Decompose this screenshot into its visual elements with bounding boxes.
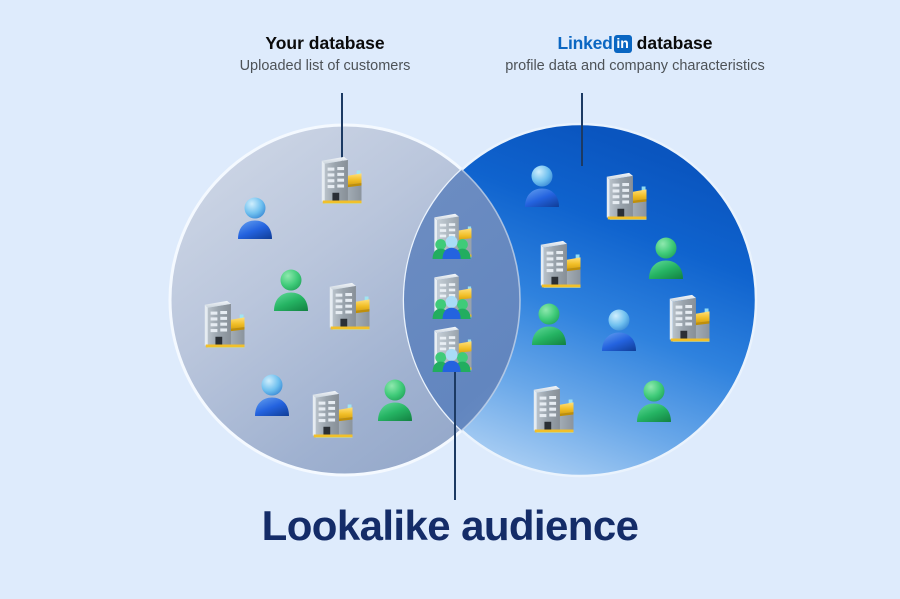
caption-lookalike-audience: Lookalike audience — [261, 502, 639, 549]
left-person-blue-icon-5 — [251, 373, 293, 417]
right-subtitle: profile data and company characteristics — [505, 57, 765, 74]
right-building-icon-2 — [534, 238, 596, 291]
label-your-database: Your database Uploaded list of customers — [160, 33, 490, 76]
left-person-green-icon-7 — [374, 378, 416, 422]
intersection-company-people-icon-0 — [428, 212, 486, 265]
right-person-green-icon-3 — [645, 236, 687, 280]
right-person-blue-icon-0 — [521, 164, 563, 208]
left-person-blue-icon-1 — [234, 196, 276, 240]
left-building-icon-4 — [198, 298, 260, 351]
right-person-blue-icon-5 — [598, 308, 640, 352]
label-linkedin-database: Linked in database profile data and comp… — [470, 33, 800, 76]
left-person-green-icon-2 — [270, 268, 312, 312]
connector-line-left — [341, 93, 343, 167]
linkedin-in-badge: in — [613, 34, 632, 53]
linkedin-logo: Linked in database — [557, 33, 712, 55]
intersection-company-people-icon-1 — [428, 272, 486, 325]
right-person-green-icon-8 — [633, 379, 675, 423]
left-subtitle: Uploaded list of customers — [239, 57, 411, 74]
right-title-rest: database — [636, 33, 713, 53]
connector-line-bottom — [454, 365, 456, 500]
right-building-icon-6 — [663, 292, 725, 345]
right-building-icon-7 — [527, 383, 589, 436]
right-person-green-icon-4 — [528, 302, 570, 346]
intersection-lens — [404, 125, 520, 475]
connector-line-right — [581, 93, 583, 166]
left-building-icon-0 — [315, 154, 377, 207]
right-title: Linked in database — [470, 33, 800, 55]
left-building-icon-6 — [306, 388, 368, 441]
linkedin-wordmark: Linked — [557, 33, 613, 53]
left-title: Your database — [265, 33, 385, 53]
right-building-icon-1 — [600, 170, 662, 223]
left-building-icon-3 — [323, 280, 385, 333]
intersection-company-people-icon-2 — [428, 325, 486, 378]
